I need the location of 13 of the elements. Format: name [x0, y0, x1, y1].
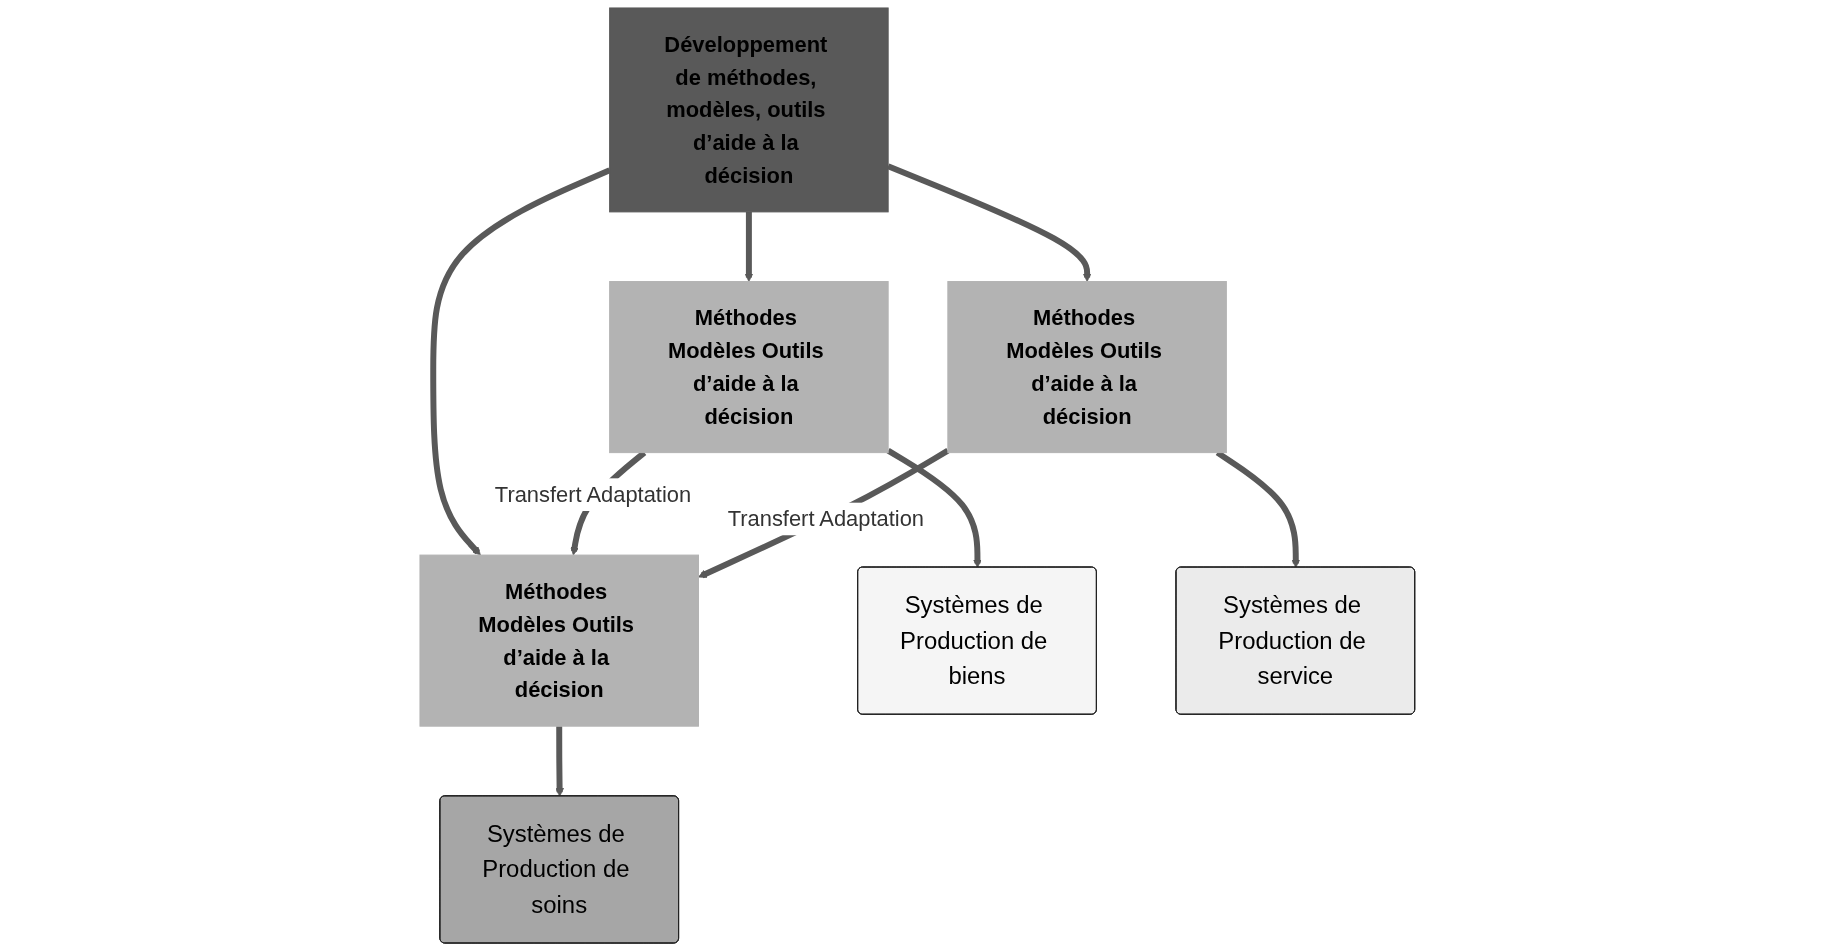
node-box: Méthodes Modèles Outils d’aide à la décision: [608, 281, 889, 454]
edge-label: Transfert Adaptation: [494, 482, 691, 508]
arrow: [744, 211, 753, 282]
node-box: Méthodes Modèles Outils d’aide à la décision: [947, 281, 1227, 454]
node-box: Méthodes Modèles Outils d’aide à la décision: [419, 554, 699, 727]
arrow: [886, 448, 982, 568]
arrow: [886, 163, 1092, 282]
arrow: [429, 167, 611, 556]
edge-label: Transfert Adaptation: [727, 506, 924, 532]
arrow: [1215, 450, 1300, 568]
arrow: [554, 726, 564, 797]
arrow: [697, 448, 950, 579]
node-box: Développement de méthodes, modèles, outils d’aide à la décision: [608, 7, 889, 213]
